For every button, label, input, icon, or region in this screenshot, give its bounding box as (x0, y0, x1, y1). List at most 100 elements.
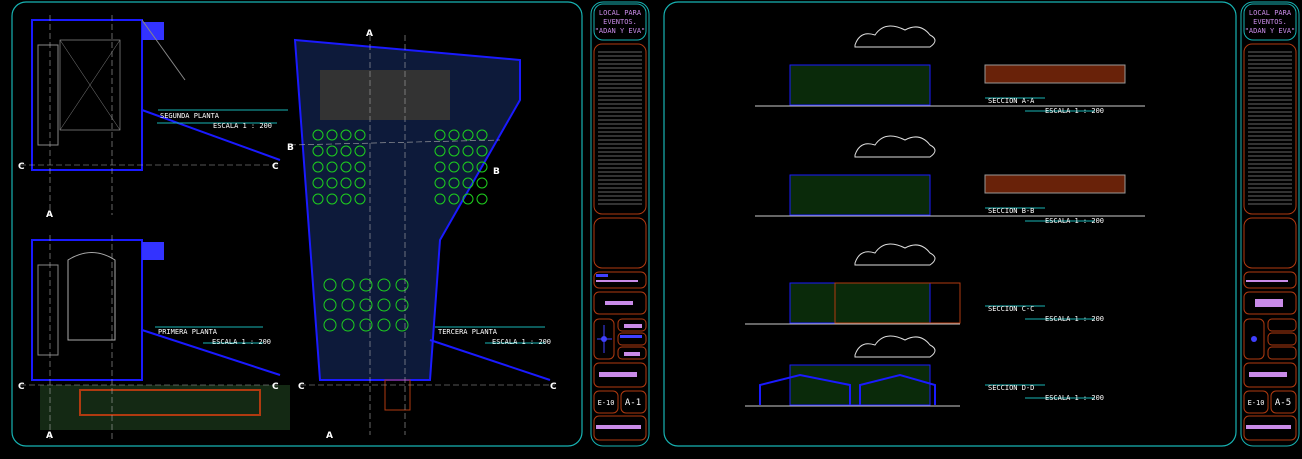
tree-icon (448, 177, 460, 189)
svg-text:ESCALA 1 : 200: ESCALA 1 : 200 (213, 122, 272, 130)
svg-text:SECCION C-C: SECCION C-C (988, 305, 1034, 313)
tree-icon (434, 161, 446, 173)
tree-icon (448, 161, 460, 173)
svg-text:C: C (550, 382, 557, 392)
svg-text:A: A (326, 431, 333, 441)
tree-icon (354, 145, 366, 157)
tree-icon (341, 298, 355, 312)
tree-icon (354, 129, 366, 141)
tree-icon (462, 161, 474, 173)
svg-text:SECCION A-A: SECCION A-A (988, 97, 1035, 105)
sheet-number-2: A-5 (1275, 398, 1291, 408)
tree-icon (462, 145, 474, 157)
tree-icon (312, 193, 324, 205)
project-title-2-line-1: LOCAL PARA (1249, 9, 1292, 17)
tree-icon (312, 177, 324, 189)
tree-icon (434, 193, 446, 205)
svg-text:ESCALA 1 : 200: ESCALA 1 : 200 (1045, 217, 1104, 225)
svg-text:B: B (287, 143, 294, 153)
svg-text:ESCALA 1 : 200: ESCALA 1 : 200 (1045, 394, 1104, 402)
tree-icon (323, 278, 337, 292)
svg-text:PRIMERA PLANTA: PRIMERA PLANTA (158, 328, 218, 336)
tree-icon (462, 193, 474, 205)
tree-icon (326, 177, 338, 189)
tree-icon (340, 193, 352, 205)
tree-icon (448, 129, 460, 141)
tree-icon (354, 177, 366, 189)
tree-icon (340, 161, 352, 173)
svg-text:ESCALA 1 : 200: ESCALA 1 : 200 (212, 338, 271, 346)
svg-text:A: A (366, 29, 373, 39)
tree-icon (341, 318, 355, 332)
tree-icon (476, 129, 488, 141)
plan-segunda-planta[interactable] (31, 19, 281, 171)
tree-icon (354, 193, 366, 205)
tree-icon (395, 278, 409, 292)
section-c[interactable]: SECCION C-C ESCALA 1 : 200 (745, 243, 1104, 325)
tree-icon (434, 145, 446, 157)
tree-icon (354, 161, 366, 173)
svg-text:A: A (46, 210, 53, 220)
tree-icon (323, 318, 337, 332)
cloud-icon (854, 25, 936, 48)
svg-text:ESCALA 1 : 200: ESCALA 1 : 200 (492, 338, 551, 346)
tree-icon (377, 278, 391, 292)
project-title-line-3: "ADAN Y EVA" (595, 27, 646, 35)
tree-icon (326, 161, 338, 173)
north-arrow-icon (601, 336, 607, 342)
project-title-2-line-3: "ADAN Y EVA" (1245, 27, 1296, 35)
project-title-line-2: EVENTOS. (603, 18, 637, 26)
sheet-2-frame (663, 1, 1237, 447)
section-label: SECCION D-D ESCALA 1 : 200 (985, 384, 1104, 402)
tree-icon (340, 145, 352, 157)
section-d[interactable]: SECCION D-D ESCALA 1 : 200 (745, 335, 1104, 407)
tree-icon (434, 177, 446, 189)
project-title-2-line-2: EVENTOS. (1253, 18, 1287, 26)
tree-icon (312, 145, 324, 157)
title-block-2: LOCAL PARA EVENTOS. "ADAN Y EVA" E-10 A-… (1240, 1, 1300, 447)
svg-text:ESCALA 1 : 200: ESCALA 1 : 200 (1045, 315, 1104, 323)
svg-text:SECCION D-D: SECCION D-D (988, 384, 1034, 392)
cloud-icon (854, 135, 936, 158)
tree-icon (476, 161, 488, 173)
svg-text:B: B (493, 167, 500, 177)
axis-lines (20, 15, 555, 440)
svg-text:SEGUNDA PLANTA: SEGUNDA PLANTA (160, 112, 220, 120)
tree-icon (341, 278, 355, 292)
svg-text:C: C (298, 382, 305, 392)
tree-icon (476, 177, 488, 189)
tree-icon (476, 145, 488, 157)
section-b[interactable]: SECCION B-B ESCALA 1 : 200 (755, 135, 1145, 225)
sheet-number-1: A-1 (625, 398, 641, 408)
tree-icon (312, 161, 324, 173)
tree-icon (326, 193, 338, 205)
svg-text:C: C (18, 382, 25, 392)
label-tercera-planta: TERCERA PLANTA ESCALA 1 : 200 (435, 326, 551, 346)
scale-box-1: E-10 (598, 399, 615, 407)
north-arrow-icon-2 (1251, 336, 1257, 342)
section-label: SECCION B-B ESCALA 1 : 200 (985, 207, 1104, 225)
cloud-icon (854, 243, 936, 266)
tree-icon (448, 145, 460, 157)
tree-icon (312, 129, 324, 141)
cloud-icon (854, 335, 936, 358)
section-label: SECCION C-C ESCALA 1 : 200 (985, 305, 1104, 323)
svg-text:TERCERA PLANTA: TERCERA PLANTA (438, 328, 498, 336)
tree-icon (377, 298, 391, 312)
svg-text:C: C (272, 162, 279, 172)
svg-text:C: C (272, 382, 279, 392)
svg-text:A: A (46, 431, 53, 441)
tree-icon (359, 298, 373, 312)
tree-icon (326, 145, 338, 157)
tree-icon (377, 318, 391, 332)
svg-text:SECCION B-B: SECCION B-B (988, 207, 1034, 215)
plan-tercera-planta[interactable] (293, 38, 551, 411)
tree-icon (323, 298, 337, 312)
tree-icon (359, 278, 373, 292)
tree-icon (462, 177, 474, 189)
plan-primera-planta[interactable] (31, 239, 290, 430)
